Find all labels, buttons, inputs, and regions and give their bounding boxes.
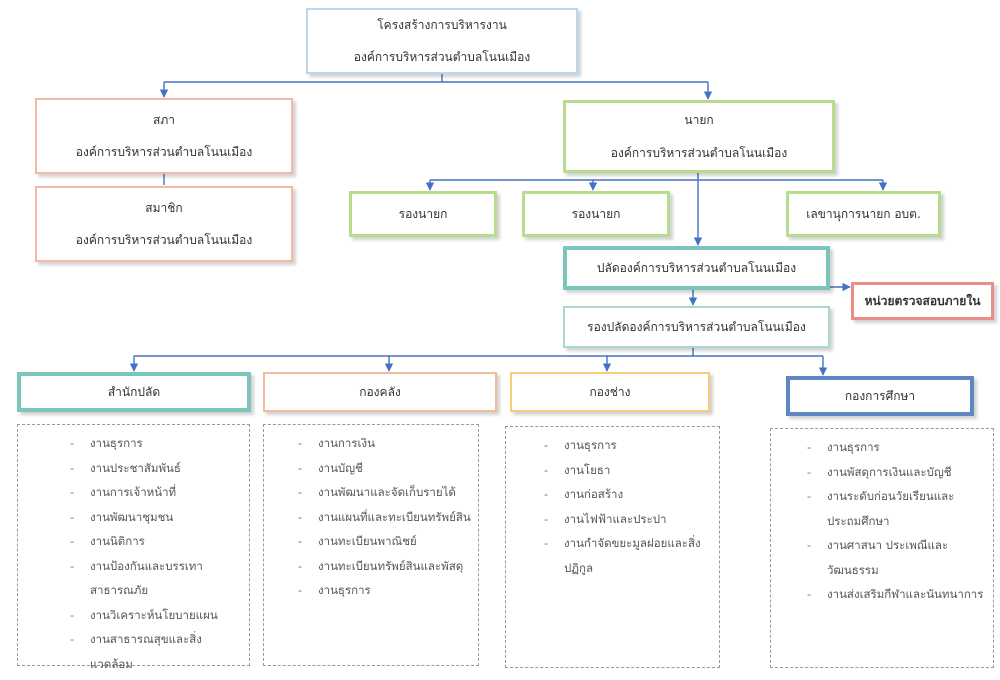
- org-title-line1: โครงสร้างการบริหารงาน: [377, 17, 507, 32]
- list-item: งานทะเบียนทรัพย์สินและพัสดุ: [296, 554, 472, 579]
- list-item: งานกำจัดขยะมูลฝอยและสิ่งปฏิกูล: [542, 531, 713, 580]
- list-item: งานธุรการ: [68, 431, 243, 456]
- council-members-subtitle: องค์การบริหารส่วนตำบลโนนเมือง: [75, 233, 253, 247]
- council-box: สภา องค์การบริหารส่วนตำบลโนนเมือง: [35, 98, 293, 174]
- list-item: งานส่งเสริมกีฬาและนันทนาการ: [805, 582, 987, 607]
- education-task-list: งานธุรการ งานพัสดุการเงินและบัญชี งานระด…: [770, 428, 994, 668]
- council-title: สภา: [153, 112, 175, 127]
- list-item: งานธุรการ: [805, 435, 987, 460]
- mayor-secretary-box: เลขานุการนายก อบต.: [786, 191, 941, 237]
- mayor-title: นายก: [684, 113, 714, 128]
- division-education-box: กองการศึกษา: [786, 376, 974, 416]
- list-item: งานการเงิน: [296, 431, 472, 456]
- deputy-mayor-1-box: รองนายก: [349, 191, 497, 237]
- list-item: งานนิติการ: [68, 529, 243, 554]
- chief-clerk-label: ปลัดองค์การบริหารส่วนตำบลโนนเมือง: [596, 260, 797, 275]
- division-finance-name: กองคลัง: [359, 384, 401, 399]
- deputy-chief-clerk-label: รองปลัดองค์การบริหารส่วนตำบลโนนเมือง: [587, 319, 806, 334]
- list-item: งานสาธารณสุขและสิ่งแวดล้อม: [68, 627, 243, 676]
- list-item: งานบัญชี: [296, 456, 472, 481]
- list-item: งานพัฒนาชุมชน: [68, 505, 243, 530]
- mayor-box: นายก องค์การบริหารส่วนตำบลโนนเมือง: [563, 100, 835, 173]
- org-title-line2: องค์การบริหารส่วนตำบลโนนเมือง: [353, 50, 531, 64]
- internal-audit-label: หน่วยตรวจสอบภายใน: [864, 293, 981, 308]
- org-title-box: โครงสร้างการบริหารงาน องค์การบริหารส่วนต…: [306, 8, 578, 74]
- mayor-subtitle: องค์การบริหารส่วนตำบลโนนเมือง: [610, 145, 788, 160]
- list-item: งานประชาสัมพันธ์: [68, 456, 243, 481]
- division-office-box: สำนักปลัด: [17, 372, 251, 412]
- division-education-name: กองการศึกษา: [844, 388, 916, 403]
- deputy-chief-clerk-box: รองปลัดองค์การบริหารส่วนตำบลโนนเมือง: [563, 306, 830, 348]
- deputy-mayor-2-box: รองนายก: [522, 191, 670, 237]
- office-task-list: งานธุรการ งานประชาสัมพันธ์ งานการเจ้าหน้…: [17, 424, 250, 671]
- mayor-secretary-label: เลขานุการนายก อบต.: [806, 206, 921, 221]
- list-item: งานธุรการ: [296, 578, 472, 603]
- chief-clerk-box: ปลัดองค์การบริหารส่วนตำบลโนนเมือง: [563, 246, 830, 290]
- council-members-title: สมาชิก: [145, 200, 183, 215]
- list-item: งานโยธา: [542, 458, 713, 483]
- internal-audit-box: หน่วยตรวจสอบภายใน: [851, 282, 994, 320]
- list-item: งานการเจ้าหน้าที่: [68, 480, 243, 505]
- finance-task-list: งานการเงิน งานบัญชี งานพัฒนาและจัดเก็บรา…: [263, 424, 479, 666]
- deputy-mayor-2-label: รองนายก: [571, 206, 621, 221]
- engineering-task-list: งานธุรการ งานโยธา งานก่อสร้าง งานไฟฟ้าแล…: [505, 426, 720, 668]
- list-item: งานพัสดุการเงินและบัญชี: [805, 460, 987, 485]
- list-item: งานไฟฟ้าและประปา: [542, 507, 713, 532]
- list-item: งานวิเคราะห์นโยบายแผน: [68, 603, 243, 628]
- council-members-box: สมาชิก องค์การบริหารส่วนตำบลโนนเมือง: [35, 186, 293, 262]
- division-engineering-box: กองช่าง: [510, 372, 710, 412]
- council-subtitle: องค์การบริหารส่วนตำบลโนนเมือง: [75, 145, 253, 159]
- list-item: งานป้องกันและบรรเทาสาธารณภัย: [68, 554, 243, 603]
- list-item: งานพัฒนาและจัดเก็บรายได้: [296, 480, 472, 505]
- division-office-name: สำนักปลัด: [107, 384, 161, 399]
- list-item: งานก่อสร้าง: [542, 482, 713, 507]
- division-engineering-name: กองช่าง: [589, 384, 631, 399]
- list-item: งานทะเบียนพาณิชย์: [296, 529, 472, 554]
- division-finance-box: กองคลัง: [263, 372, 497, 412]
- list-item: งานระดับก่อนวัยเรียนและประถมศึกษา: [805, 484, 987, 533]
- deputy-mayor-1-label: รองนายก: [398, 206, 448, 221]
- list-item: งานธุรการ: [542, 433, 713, 458]
- list-item: งานแผนที่และทะเบียนทรัพย์สิน: [296, 505, 472, 530]
- list-item: งานศาสนา ประเพณีและวัฒนธรรม: [805, 533, 987, 582]
